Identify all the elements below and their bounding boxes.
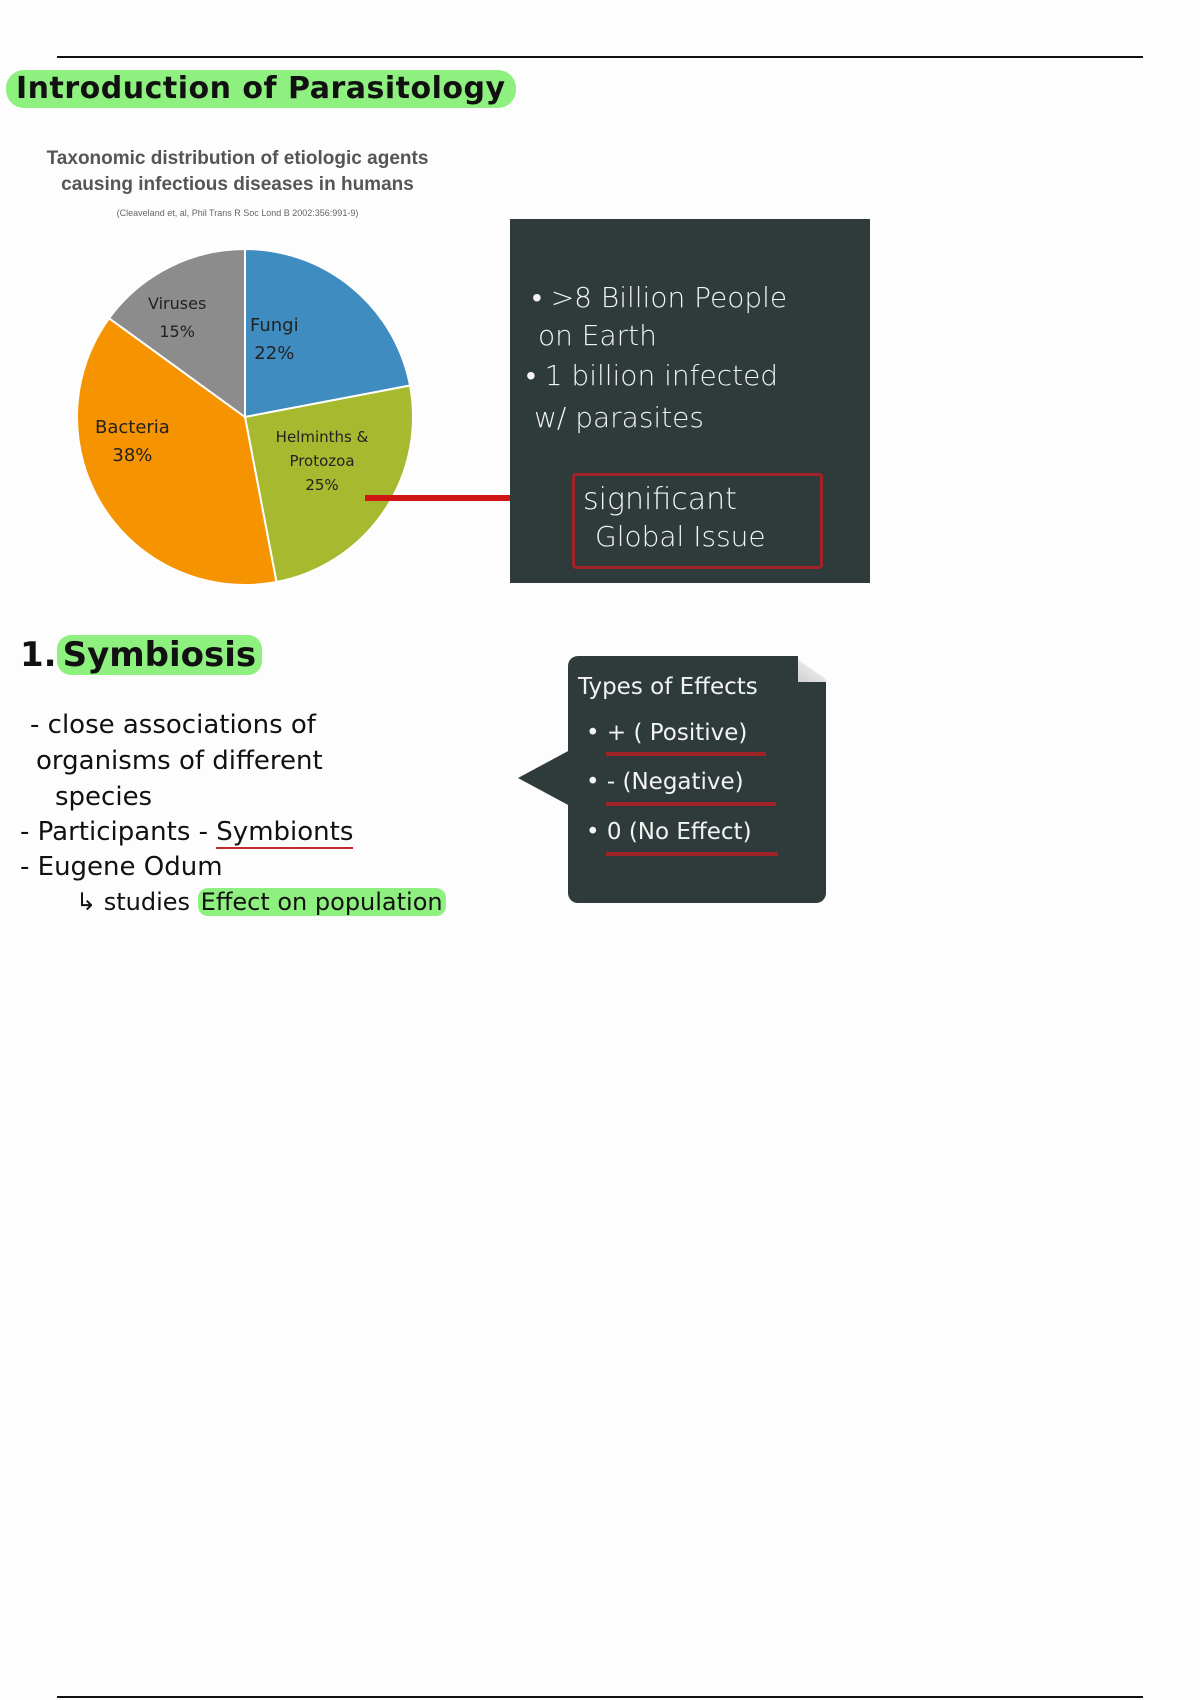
- note-text: ↳ studies: [76, 888, 198, 916]
- underline: [606, 802, 776, 806]
- heading-number: 1.: [20, 635, 57, 675]
- slice-label: Helminths & Protozoa: [275, 428, 369, 470]
- top-divider: [57, 56, 1143, 58]
- sig-line: Global Issue: [595, 520, 766, 553]
- slice-label: Fungi: [250, 315, 299, 336]
- page-title: Introduction of Parasitology: [6, 70, 516, 108]
- effects-bubble: Types of Effects • + ( Positive) • - (Ne…: [568, 656, 826, 903]
- slice-value: 38%: [112, 445, 153, 466]
- slice-label: Bacteria: [95, 417, 170, 438]
- slice-value: 15%: [159, 322, 195, 341]
- note-text: - Participants -: [20, 817, 217, 847]
- note-line: organisms of different: [36, 746, 323, 776]
- underline: [606, 752, 766, 756]
- fact-line: • >8 Billion People: [532, 281, 788, 314]
- bubble-title: Types of Effects: [578, 674, 758, 700]
- fact-line: w/ parasites: [534, 401, 704, 434]
- note-line: ↳ studies Effect on population: [76, 888, 446, 916]
- facts-board: • >8 Billion People on Earth • 1 billion…: [510, 219, 870, 583]
- label-helminths: Helminths & Protozoa 25%: [262, 425, 382, 497]
- bottom-divider: [57, 1696, 1143, 1698]
- pie-slice-helminths-protozoa: [243, 384, 414, 584]
- fact-line: • 1 billion infected: [526, 359, 779, 392]
- arrow: [365, 495, 540, 501]
- label-viruses: Viruses 15%: [148, 290, 206, 346]
- slice-value: 22%: [254, 343, 295, 364]
- sig-line: significant: [583, 482, 737, 517]
- note-line: - close associations of: [30, 710, 316, 740]
- pie-chart: [76, 247, 414, 586]
- section-heading: 1.Symbiosis: [20, 635, 263, 675]
- slice-value: 25%: [305, 476, 339, 494]
- chart-citation: (Cleaveland et, al, Phil Trans R Soc Lon…: [116, 208, 359, 218]
- bubble-tail: [518, 750, 570, 806]
- slice-label: Viruses: [148, 294, 207, 313]
- effect-item: • + ( Positive): [586, 720, 748, 746]
- underline: [606, 852, 778, 856]
- note-highlight: Effect on population: [197, 888, 446, 916]
- pie-slice-bacteria: [76, 316, 278, 586]
- page-curl: [798, 656, 826, 682]
- chart-title: Taxonomic distribution of etiologic agen…: [46, 148, 429, 195]
- effect-item: • 0 (No Effect): [586, 819, 752, 845]
- label-bacteria: Bacteria 38%: [95, 414, 170, 470]
- note-underlined: Symbionts: [216, 817, 354, 849]
- pie-slice-viruses: [107, 247, 246, 419]
- heading-text: Symbiosis: [56, 635, 263, 675]
- note-line: - Eugene Odum: [20, 852, 223, 882]
- note-line: species: [55, 782, 153, 812]
- significant-box: significant Global Issue: [572, 473, 823, 569]
- label-fungi: Fungi 22%: [250, 312, 299, 368]
- note-line: - Participants - Symbionts: [20, 817, 354, 849]
- fact-line: on Earth: [538, 319, 657, 352]
- effect-item: • - (Negative): [586, 769, 744, 795]
- pie-slice-fungi: [244, 247, 412, 419]
